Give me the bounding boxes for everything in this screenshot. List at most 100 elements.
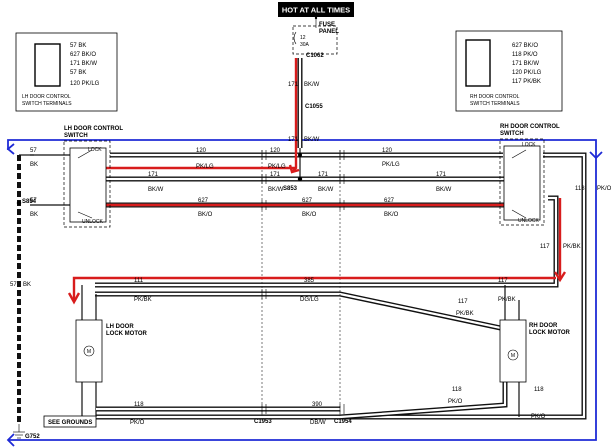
w117-num-a: 117 [540,244,550,250]
lh-motor-title-1: LH DOOR [106,324,134,330]
fuse-panel-label-1: FUSE [319,22,335,28]
splice-s854: S854 [22,199,37,205]
rh-pin-2: 118 PK/O [512,52,538,58]
rh-motor-title-1: RH DOOR [529,323,558,329]
w111-num-a: 111 [134,278,144,284]
w627-col-c: BK/O [384,212,399,218]
rh-terminal-inset: 627 BK/O 118 PK/O 171 BK/W 120 PK/LG 117… [455,30,563,112]
w390-num: 390 [312,402,323,408]
fuse-icon [293,31,297,45]
connector-c1055: C1055 [305,104,323,110]
rh-switch-title-2: SWITCH [500,131,524,137]
lh-door-lock-motor: M [75,319,103,383]
fuse-rating: 30A [300,42,310,48]
rh-pin-1: 627 BK/O [512,43,538,49]
lh-door-control-switch: LOCK UNLOCK [63,140,111,228]
w57-num-a: 57 [30,148,37,154]
lh-pin-3: 171 BK/W [70,61,97,67]
see-grounds-label: SEE GROUNDS [48,420,92,426]
lh-switch-title-2: SWITCH [64,133,88,139]
w627-col-b: BK/O [302,212,317,218]
w171-col-a: BK/W [148,187,164,193]
fuse-panel: FUSE PANEL 12 30A [292,22,339,55]
w627-num-c: 627 [384,198,395,204]
fuse-panel-label-2: PANEL [319,29,339,35]
w171-num-d: 171 [436,172,447,178]
lh-motor-title-2: LOCK MOTOR [106,331,148,337]
lh-inset-caption-2: SWITCH TERMINALS [22,101,72,107]
w118-col-d: PK/O [130,420,145,426]
rh-pin-3: 171 BK/W [512,61,539,67]
lh-inset-caption-1: LH DOOR CONTROL [22,94,71,100]
w627-num-b: 627 [302,198,313,204]
feed-171: 171 [288,82,299,88]
rh-switch-unlock-label: UNLOCK [518,218,540,224]
rh-pin-4: 120 PK/LG [512,70,542,76]
w57-col-b: BK [30,212,38,218]
w171-col-b: BK/W [268,187,284,193]
rh-pin-5: 117 PK/BK [512,79,541,85]
w57-num-b: 57 [30,198,37,204]
rh-motor-icon: M [511,353,515,359]
w111-num-b: 117 [498,278,508,284]
hot-at-all-times-label: HOT AT ALL TIMES [282,6,350,15]
rh-door-control-switch: LOCK UNLOCK [499,138,545,226]
w118-num-d: 118 [134,402,144,408]
w171-num-b: 171 [270,172,281,178]
lh-pin-2: 627 BK/O [70,52,96,58]
w120-num-c: 120 [382,148,393,154]
rh-switch-title-1: RH DOOR CONTROL [500,124,560,130]
w118-col-b: PK/O [448,399,463,405]
rh-inset-caption-2: SWITCH TERMINALS [470,101,520,107]
rh-switch-lock-label: LOCK [522,142,536,148]
ground-g752: G752 [25,434,40,440]
w120-num-a: 120 [196,148,207,154]
lh-switch-title-1: LH DOOR CONTROL [64,126,123,132]
splice-s853: S853 [283,186,298,192]
w117-col-a: PK/BK [563,244,581,250]
feed-bkw: BK/W [304,82,320,88]
w57-col-a: BK [30,162,38,168]
w171-col-d: BK/W [436,187,452,193]
rh-motor-title-2: LOCK MOTOR [529,330,571,336]
w120-col-b: PK/LG [268,164,286,170]
lh-switch-lock-label: LOCK [88,147,102,153]
connector-c1062: C1062 [306,53,324,59]
w120-col-a: PK/LG [196,164,214,170]
w57-col-c: BK [23,282,31,288]
w118-num-a: 118 [575,186,585,192]
lh-pin-4: 57 BK [70,70,86,76]
feed2-bkw: BK/W [304,137,320,143]
w111-col-a: PK/BK [134,297,152,303]
w171-col-c: BK/W [318,187,334,193]
connector-c1954: C1954 [334,419,352,425]
rh-door-lock-motor: M [499,319,527,383]
feed2-171: 171 [288,137,299,143]
see-grounds-box [43,415,97,428]
lh-terminal-inset: 57 BK 627 BK/O 171 BK/W 57 BK 120 PK/LG … [15,32,118,112]
w120-col-c: PK/LG [382,162,400,168]
w117-col-b: PK/BK [456,311,474,317]
rh-inset-caption-1: RH DOOR CONTROL [470,94,520,100]
blue-return-path [7,139,597,441]
w627-col-a: BK/O [198,212,213,218]
w120-num-b: 120 [270,148,281,154]
w118-col-a: PK/O [597,186,611,192]
lh-switch-unlock-label: UNLOCK [82,219,104,225]
w390-col: DB/W [310,420,326,426]
lh-motor-icon: M [87,349,91,355]
connector-c1953: C1953 [254,419,272,425]
lh-pin-1: 57 BK [70,43,86,49]
fuse-number: 12 [300,35,306,41]
w385-num: 385 [304,278,315,284]
w111-col-b: PK/BK [498,297,516,303]
w385-col: DG/LG [300,297,319,303]
w171-num-c: 171 [318,172,329,178]
w118-col-c: PK/O [531,414,546,420]
w117-num-b: 117 [458,299,468,305]
w118-num-b: 118 [452,387,462,393]
w627-num-a: 627 [198,198,209,204]
hot-at-all-times-banner [278,2,354,17]
w171-num-a: 171 [148,172,159,178]
